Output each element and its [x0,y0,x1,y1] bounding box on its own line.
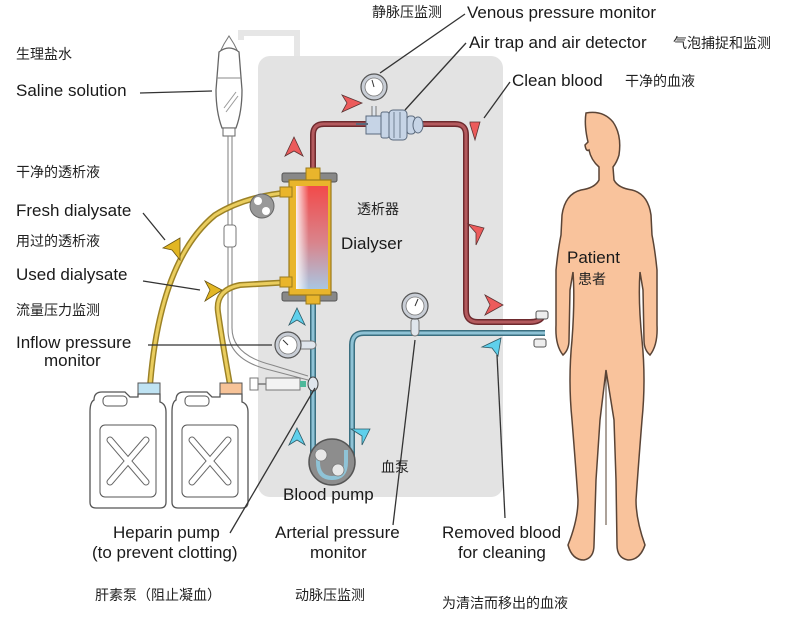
fresh-dialysate-container [89,382,167,509]
fresh-dialysate-label: Fresh dialysate [16,201,131,220]
saline-line [223,136,309,381]
heparin-syringe-icon [249,376,319,392]
patient-label: Patient [567,248,620,267]
blood-pump-label: Blood pump [283,485,374,504]
red-arrow-right-icon [341,94,364,113]
machine-body [258,56,503,497]
inflow-pressure-label-zh: 流量压力监测 [16,303,100,319]
arterial-pressure-label-zh: 动脉压监测 [295,588,365,604]
saline-label: Saline solution [16,81,127,100]
blue-arrow-left-icon [480,337,502,357]
dialysate-pump-icon [249,193,275,219]
venous-pressure-label: Venous pressure monitor [467,3,656,22]
dialysis-machine [238,30,503,497]
heparin-pump-label-line1: Heparin pump [113,523,220,542]
inflow-pressure-label-line1: Inflow pressure [16,333,131,352]
labels: 生理盐水 Saline solution 干净的透析液 Fresh dialys… [16,3,771,612]
blue-arrow-down-icon [349,428,371,446]
clean-blood-label: Clean blood [512,71,603,90]
flow-arrows [161,94,504,447]
arterial-pressure-label-line2: monitor [310,543,367,562]
red-arrow-down-icon [466,223,485,246]
arterial-pressure-label-line1: Arterial pressure [275,523,400,542]
air-trap-icon [356,109,424,141]
patient-access-connectors [533,310,549,348]
dialyser-label: Dialyser [341,234,403,253]
clean-blood-label-zh: 干净的血液 [625,74,695,90]
heparin-pump-label-line2: (to prevent clotting) [92,543,238,562]
red-arrow-right-icon [484,294,504,316]
patient-figure [555,111,658,561]
dialyser-label-zh: 透析器 [357,202,399,218]
blue-arrow-up-icon [288,427,306,447]
used-dialysate-label: Used dialysate [16,265,128,284]
machine-top-handle [238,30,300,57]
red-arrow-down-icon [469,121,481,142]
inflow-pressure-label-line2: monitor [44,351,101,370]
saline-label-zh: 生理盐水 [16,47,72,63]
heparin-pump-label-zh: 肝素泵（阻止凝血） [95,588,221,604]
venous-pressure-gauge-icon [360,73,388,120]
air-trap-label: Air trap and air detector [469,33,647,52]
used-dialysate-label-zh: 用过的透析液 [16,234,100,250]
red-arrow-up-icon [284,136,304,157]
air-trap-label-zh: 气泡捕捉和监测 [673,36,771,52]
arterial-pressure-gauge-icon [401,292,429,337]
blood-pump-label-zh: 血泵 [381,460,409,476]
venous-pressure-label-zh: 静脉压监测 [372,5,442,21]
removed-blood-label-line1: Removed blood [442,523,561,542]
patient-label-zh: 患者 [578,272,606,288]
gold-arrow-left-icon [161,237,181,262]
blood-pump-icon [308,438,356,486]
saline-bag [215,35,243,137]
blue-arrow-up-icon [288,307,306,327]
fresh-dialysate-label-zh: 干净的透析液 [16,165,100,181]
gold-arrow-right-icon [203,280,223,303]
removed-blood-label-zh: 为清洁而移出的血液 [442,596,568,612]
leader-lines [139,13,511,534]
dialyser-icon [279,167,338,305]
used-dialysate-container [171,382,249,509]
inflow-pressure-gauge-icon [274,331,317,359]
clean-blood-line [310,121,546,325]
removed-blood-label-line2: for cleaning [458,543,546,562]
